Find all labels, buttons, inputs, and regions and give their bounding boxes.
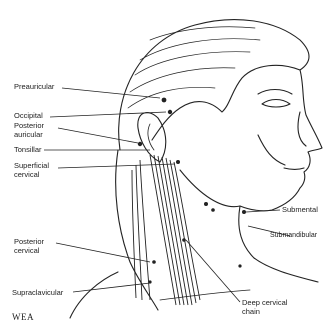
label-supraclavicular: Supraclavicular [12,289,63,297]
shoulder [70,272,118,318]
label-submandibular: Submandibular [270,232,317,240]
label-occipital: Occipital [14,112,43,120]
face-profile [240,70,322,211]
label-posterior-cervical-1: Posterior [14,238,44,246]
ear [138,113,166,162]
label-tonsillar: Tonsillar [14,146,42,154]
label-preauricular: Preauricular [14,83,54,91]
brow [258,90,292,95]
eye [262,100,290,108]
cheek-line [258,135,285,165]
label-superficial-cervical-1: Superficial [14,162,49,170]
artist-credit: WEA [12,312,34,322]
mouth [284,168,304,170]
nose-line [298,112,306,146]
jaw-line [180,170,240,207]
label-posterior-auricular-2: auricular [14,131,43,139]
label-deep-cervical-1: Deep cervical [242,299,287,307]
label-posterior-auricular-1: Posterior [14,122,44,130]
label-deep-cervical-2: chain [242,308,260,316]
label-superficial-cervical-2: cervical [14,171,39,179]
label-submental: Submental [282,206,318,214]
label-posterior-cervical-2: cervical [14,247,39,255]
neck-front [239,206,318,282]
